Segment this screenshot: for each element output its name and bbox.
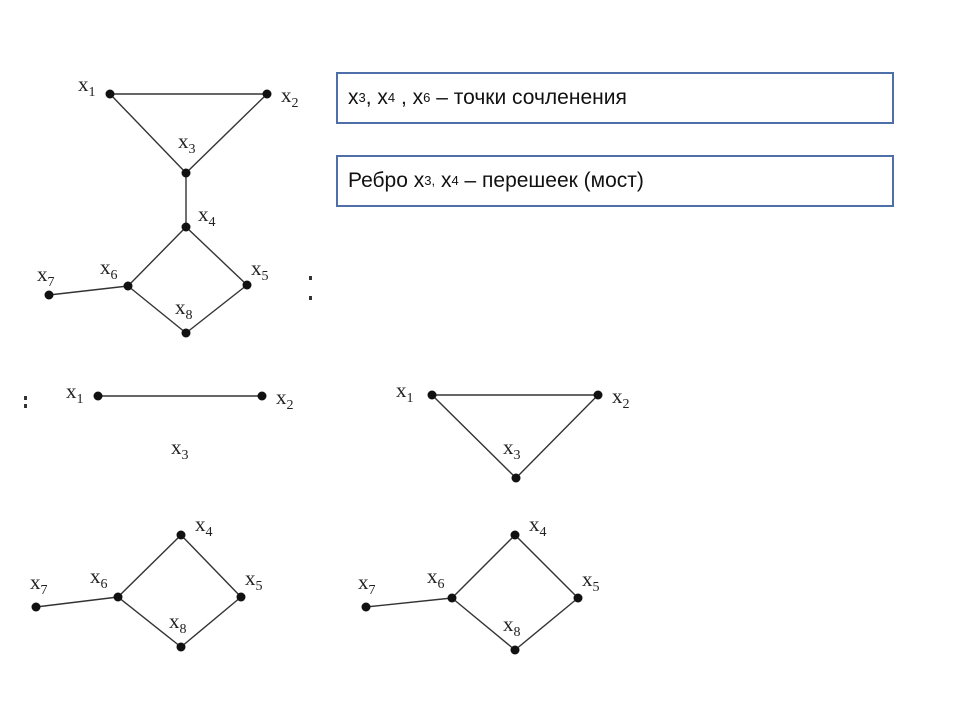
graph-remove-x3: x1 x2 x3 — [66, 379, 294, 463]
node-x6 — [123, 281, 133, 291]
label-x6: x6 — [90, 564, 108, 592]
label-x6: x6 — [100, 255, 118, 283]
scan-mark — [24, 396, 27, 400]
edge-x4-x5 — [514, 534, 579, 599]
edge-x6-x7 — [48, 285, 129, 296]
label-x2: x2 — [276, 385, 294, 413]
node-x8 — [176, 642, 186, 652]
label-x5: x5 — [582, 567, 600, 595]
graph-original: x1 x2 x3 x4 x5 x6 x7 x8 — [37, 72, 299, 338]
node-x2 — [257, 391, 267, 401]
edge-x6-x7 — [35, 596, 119, 608]
node-x3 — [511, 473, 521, 483]
label-x5: x5 — [251, 256, 269, 284]
node-x4 — [176, 530, 186, 540]
edge-x6-x7 — [365, 597, 453, 608]
label-x8: x8 — [503, 612, 521, 640]
label-x4: x4 — [198, 202, 216, 230]
label-x1: x1 — [78, 72, 96, 100]
node-x5 — [573, 593, 583, 603]
bridge-suffix: – перешеек (мост) — [458, 169, 644, 192]
edge-x5-x8 — [514, 597, 579, 651]
bridge-name-1: x — [440, 169, 452, 192]
bridge-prefix: Ребро — [348, 169, 414, 192]
art-name-1: x — [377, 86, 388, 109]
label-x6: x6 — [427, 564, 445, 592]
art-sep-1: , — [395, 86, 413, 109]
node-x2 — [262, 89, 272, 99]
edge-x6-x8 — [127, 285, 187, 334]
label-x7: x7 — [37, 262, 55, 290]
node-x1 — [93, 391, 103, 401]
label-x7: x7 — [30, 570, 48, 598]
node-x5 — [242, 280, 252, 290]
label-x8: x8 — [175, 295, 193, 323]
graph-lower-left: x4 x5 x6 x7 x8 — [30, 512, 263, 652]
node-x8 — [510, 645, 520, 655]
edge-x6-x8 — [451, 597, 516, 651]
label-x3: x3 — [503, 435, 521, 463]
label-x3: x3 — [178, 129, 196, 157]
edge-x1-x3 — [109, 93, 187, 174]
node-x2 — [593, 390, 603, 400]
edge-x4-x5 — [185, 226, 248, 286]
art-name-0: x — [348, 86, 359, 109]
label-x2: x2 — [612, 384, 630, 412]
node-x3 — [181, 168, 191, 178]
scan-mark — [309, 276, 312, 280]
edge-x4-x6 — [117, 534, 182, 598]
art-name-2: x — [412, 86, 424, 109]
scan-mark — [309, 296, 312, 300]
edge-x2-x3 — [185, 93, 268, 174]
art-sep-0: , — [365, 86, 378, 109]
edge-x4-x5 — [180, 534, 242, 598]
label-x4: x4 — [529, 512, 547, 540]
node-x4 — [181, 222, 191, 232]
node-x7 — [361, 602, 371, 612]
node-x1 — [427, 390, 437, 400]
edge-x4-x6 — [127, 226, 187, 287]
node-x7 — [31, 602, 41, 612]
edge-x2-x3 — [515, 394, 599, 479]
edge-x5-x8 — [180, 596, 242, 648]
graph-remove-x3-x4: x1 x2 x3 — [396, 378, 630, 483]
edge-x5-x8 — [185, 284, 248, 334]
node-x5 — [236, 592, 246, 602]
node-x4 — [510, 530, 520, 540]
node-x7 — [44, 290, 54, 300]
edge-x4-x6 — [451, 534, 516, 599]
node-x6 — [113, 592, 123, 602]
label-x4: x4 — [195, 512, 213, 540]
art-suffix: – точки сочленения — [430, 86, 627, 109]
edge-x1-x3 — [431, 394, 517, 479]
label-x8: x8 — [169, 609, 187, 637]
node-x6 — [447, 593, 457, 603]
graph-lower-right: x4 x5 x6 x7 x8 — [358, 512, 600, 655]
node-x8 — [181, 328, 191, 338]
node-x1 — [105, 89, 115, 99]
label-x7: x7 — [358, 570, 376, 598]
label-x5: x5 — [245, 566, 263, 594]
scan-mark — [24, 404, 27, 408]
label-x2: x2 — [281, 83, 299, 111]
label-x3: x3 — [171, 435, 189, 463]
label-x1: x1 — [66, 379, 84, 407]
label-x1: x1 — [396, 378, 414, 406]
edge-x6-x8 — [117, 596, 182, 648]
bridge-name-0: x — [413, 169, 425, 192]
